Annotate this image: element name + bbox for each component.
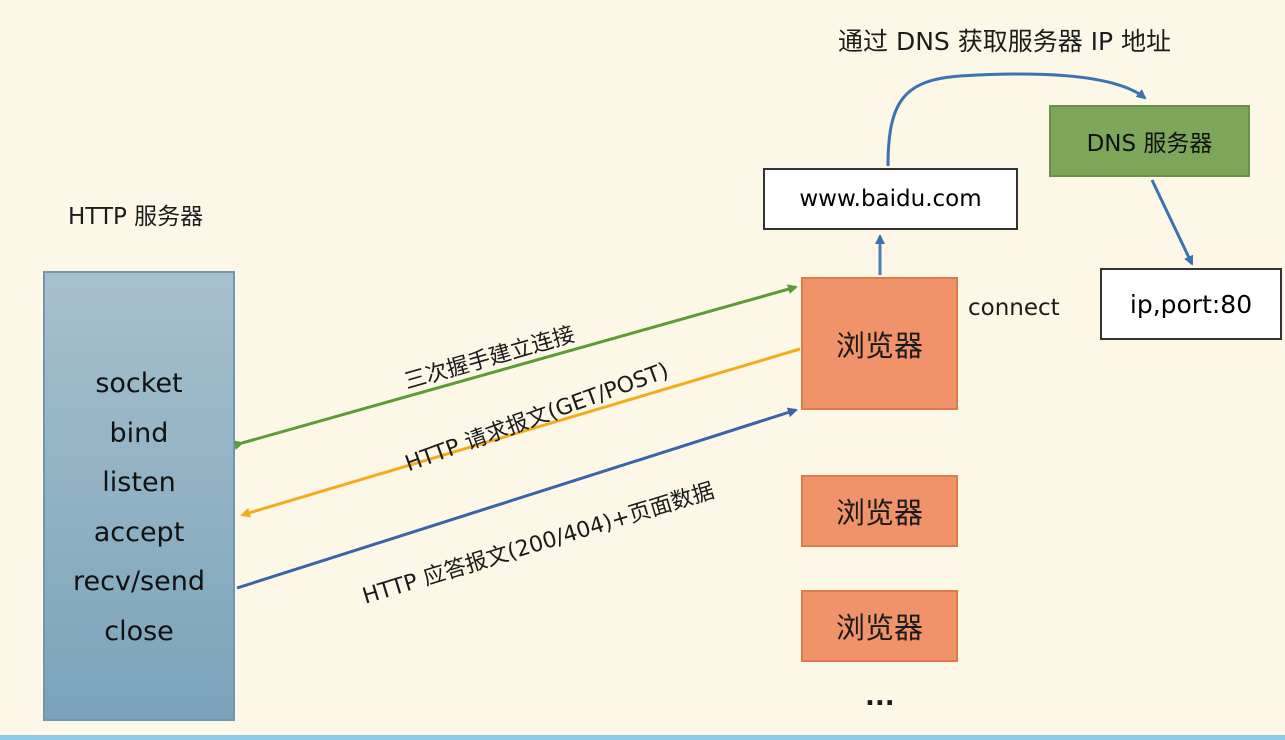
- ip-port-box: ip,port:80: [1100, 268, 1282, 340]
- http-server-title: HTTP 服务器: [68, 204, 204, 230]
- url-to-dns-arrow: [886, 72, 1147, 167]
- connect-label: connect: [968, 295, 1060, 321]
- server-step: recv/send: [73, 566, 205, 597]
- server-step: socket: [95, 368, 183, 399]
- dns-server-box: DNS 服务器: [1049, 105, 1250, 177]
- dns-caption: 通过 DNS 获取服务器 IP 地址: [838, 27, 1172, 56]
- response-arrow: [236, 407, 798, 590]
- request-arrow: [240, 347, 801, 518]
- dns-to-ip-arrow: [1150, 179, 1194, 266]
- url-box: www.baidu.com: [763, 168, 1018, 230]
- server-step: accept: [93, 516, 185, 548]
- browser-box-1: 浏览器: [801, 277, 958, 410]
- server-steps-list: socket bind listen accept recv/send clos…: [45, 359, 233, 656]
- http-server-box: socket bind listen accept recv/send clos…: [43, 271, 235, 721]
- server-step: bind: [109, 417, 169, 449]
- server-step: listen: [102, 467, 176, 498]
- dns-server-label: DNS 服务器: [1086, 131, 1213, 157]
- browser-label: 浏览器: [835, 328, 923, 363]
- handshake-arrow: [232, 284, 798, 450]
- ip-port-label: ip,port:80: [1129, 289, 1253, 319]
- browser-label: 浏览器: [835, 611, 923, 645]
- url-label: www.baidu.com: [799, 186, 982, 212]
- more-browsers-ellipsis: ...: [865, 682, 895, 712]
- browser-box-3: 浏览器: [801, 590, 958, 662]
- browser-label: 浏览器: [835, 496, 923, 530]
- server-step: close: [104, 615, 174, 647]
- browser-box-2: 浏览器: [801, 475, 958, 547]
- bottom-border: [0, 735, 1285, 740]
